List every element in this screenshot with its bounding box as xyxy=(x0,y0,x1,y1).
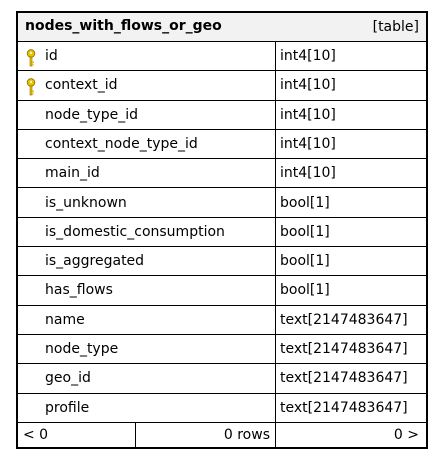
column-row[interactable]: has_flows bool[1] xyxy=(18,276,426,306)
column-row[interactable]: is_aggregated bool[1] xyxy=(18,247,426,277)
column-row[interactable]: is_domestic_consumption bool[1] xyxy=(18,218,426,248)
column-type: int4[10] xyxy=(280,106,336,123)
footer-divider xyxy=(275,423,276,447)
column-name: is_unknown xyxy=(45,194,127,211)
column-type: text[2147483647] xyxy=(280,311,408,328)
table-name: nodes_with_flows_or_geo xyxy=(25,18,222,34)
column-name: context_id xyxy=(45,77,118,94)
column-name: node_type_id xyxy=(45,106,138,123)
column-divider xyxy=(275,42,276,423)
column-name: main_id xyxy=(45,165,100,182)
prev-page-link[interactable]: < 0 xyxy=(23,427,49,443)
table-footer: < 0 0 rows 0 > xyxy=(18,423,426,447)
row-count: 0 rows xyxy=(223,427,270,443)
column-row[interactable]: geo_id text[2147483647] xyxy=(18,364,426,394)
column-type: int4[10] xyxy=(280,165,336,182)
column-type: bool[1] xyxy=(280,194,330,211)
column-row[interactable]: node_type text[2147483647] xyxy=(18,335,426,365)
column-row[interactable]: node_type_id int4[10] xyxy=(18,101,426,130)
primary-key-icon xyxy=(26,49,36,67)
column-row[interactable]: id int4[10] xyxy=(18,42,426,72)
column-name: node_type xyxy=(45,341,119,357)
column-type: text[2147483647] xyxy=(280,370,408,387)
column-name: context_node_type_id xyxy=(45,135,198,152)
column-name: profile xyxy=(45,399,90,416)
column-name: has_flows xyxy=(45,282,113,299)
column-name: geo_id xyxy=(45,370,91,387)
column-row[interactable]: is_unknown bool[1] xyxy=(18,189,426,218)
column-type: text[2147483647] xyxy=(280,341,408,357)
column-type: int4[10] xyxy=(280,48,336,64)
column-type: bool[1] xyxy=(280,223,330,240)
column-type: bool[1] xyxy=(280,282,330,299)
column-name: is_aggregated xyxy=(45,253,145,270)
column-row[interactable]: context_node_type_id int4[10] xyxy=(18,130,426,160)
column-row[interactable]: profile text[2147483647] xyxy=(18,394,426,423)
column-name: is_domestic_consumption xyxy=(45,223,225,240)
table-entity: nodes_with_flows_or_geo [table] id int4[1… xyxy=(16,11,428,449)
column-type: int4[10] xyxy=(280,135,336,152)
table-header: nodes_with_flows_or_geo [table] xyxy=(18,13,426,42)
footer-divider xyxy=(135,423,136,447)
column-row[interactable]: context_id int4[10] xyxy=(18,71,426,101)
column-row[interactable]: name text[2147483647] xyxy=(18,306,426,335)
table-kind: [table] xyxy=(372,19,419,35)
primary-key-icon xyxy=(26,78,36,96)
column-row[interactable]: main_id int4[10] xyxy=(18,159,426,189)
next-page-link[interactable]: 0 > xyxy=(393,427,419,443)
column-type: bool[1] xyxy=(280,253,330,270)
column-name: id xyxy=(45,48,58,64)
column-type: int4[10] xyxy=(280,77,336,94)
column-name: name xyxy=(45,311,85,328)
column-type: text[2147483647] xyxy=(280,399,408,416)
